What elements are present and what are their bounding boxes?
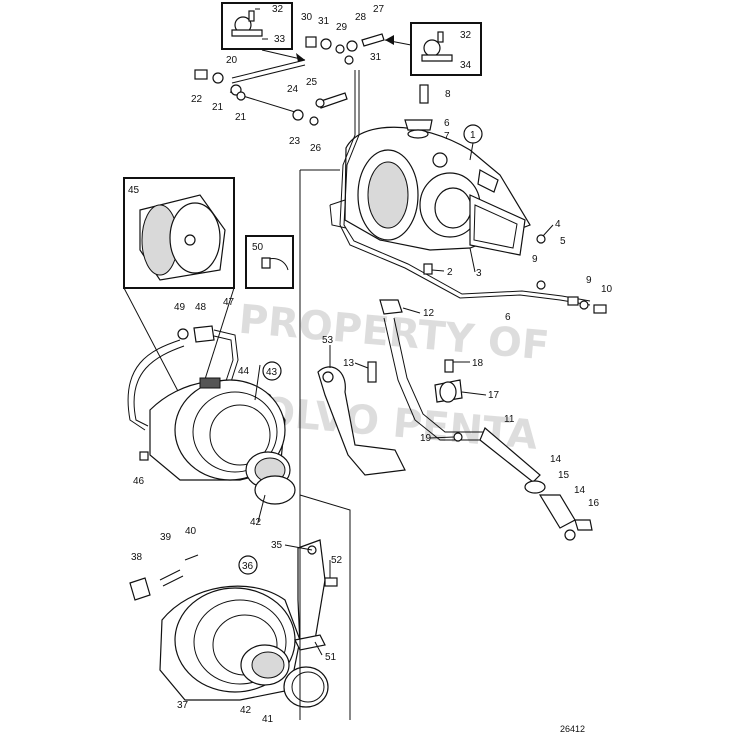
guide-lines <box>299 169 351 720</box>
callout-16: 16 <box>588 498 600 509</box>
callout-12: 12 <box>423 308 435 319</box>
callout-23: 23 <box>289 136 301 147</box>
callout-20: 20 <box>226 55 238 66</box>
callout-41: 41 <box>262 714 274 725</box>
drawing-number: 26412 <box>560 724 585 734</box>
callout-6a: 6 <box>444 118 450 129</box>
inset-clamp-left[interactable] <box>221 2 293 50</box>
banjo-fittings[interactable] <box>194 33 385 126</box>
callout-36: 36 <box>242 561 254 572</box>
callout-21a: 21 <box>212 102 224 113</box>
callout-25: 25 <box>306 77 318 88</box>
inset-filter-element[interactable] <box>123 177 235 289</box>
callout-52: 52 <box>331 555 343 566</box>
callout-39: 39 <box>160 532 172 543</box>
callout-42b: 42 <box>240 705 252 716</box>
callout-14a: 14 <box>550 454 562 465</box>
callout-51: 51 <box>325 652 337 663</box>
callout-31a: 31 <box>318 16 330 27</box>
pipe-end-fittings[interactable] <box>536 280 607 314</box>
turbocharger[interactable] <box>329 126 531 256</box>
callout-11: 11 <box>504 414 515 425</box>
callout-35: 35 <box>271 540 283 551</box>
callout-42a: 42 <box>250 517 262 528</box>
turbo-flange-bolts[interactable] <box>404 84 433 139</box>
callout-47: 47 <box>223 297 235 308</box>
callout-38: 38 <box>131 552 143 563</box>
callout-7: 7 <box>444 131 450 142</box>
callout-6b: 6 <box>505 312 511 323</box>
filter-bracket[interactable] <box>294 539 338 651</box>
callout-43: 43 <box>266 367 278 378</box>
inset-clamp-right[interactable] <box>410 22 482 76</box>
turbo-studs[interactable] <box>423 234 546 275</box>
callout-50: 50 <box>252 242 264 253</box>
air-filter-lower[interactable] <box>129 554 329 708</box>
callout-13: 13 <box>343 358 355 369</box>
callout-34: 34 <box>460 60 472 71</box>
callout-3: 3 <box>476 268 482 279</box>
callout-22: 22 <box>191 94 203 105</box>
oil-pipe[interactable] <box>339 70 591 306</box>
callout-19: 19 <box>420 433 432 444</box>
callout-27: 27 <box>373 4 385 15</box>
callout-40: 40 <box>185 526 197 537</box>
callout-9b: 9 <box>586 275 592 286</box>
callout-18: 18 <box>472 358 484 369</box>
callout-2: 2 <box>447 267 453 278</box>
callout-32b: 32 <box>460 30 472 41</box>
callout-37: 37 <box>177 700 189 711</box>
callout-45: 45 <box>128 185 140 196</box>
callout-21b: 21 <box>235 112 247 123</box>
callout-4: 4 <box>555 219 561 230</box>
callout-44: 44 <box>238 366 250 377</box>
callout-15: 15 <box>558 470 570 481</box>
callout-leaders <box>254 142 554 656</box>
callout-46: 46 <box>133 476 145 487</box>
callout-28: 28 <box>355 12 367 23</box>
callout-49: 49 <box>174 302 186 313</box>
callout-29: 29 <box>336 22 348 33</box>
inset-clip[interactable] <box>245 235 294 289</box>
callout-30: 30 <box>301 12 313 23</box>
callout-14b: 14 <box>574 485 586 496</box>
callout-9a: 9 <box>532 254 538 265</box>
callout-53: 53 <box>322 335 334 346</box>
callout-26: 26 <box>310 143 322 154</box>
callout-48: 48 <box>195 302 207 313</box>
oil-return-pipe[interactable] <box>379 299 593 541</box>
callout-33: 33 <box>274 34 286 45</box>
callout-31b: 31 <box>370 52 382 63</box>
callout-24: 24 <box>287 84 299 95</box>
callout-32a: 32 <box>272 4 284 15</box>
inset-arrows <box>261 35 412 62</box>
pipe-clamp[interactable] <box>367 359 463 442</box>
indicator-hose[interactable] <box>127 325 239 431</box>
callout-5: 5 <box>560 236 566 247</box>
inset-leader-lines <box>123 287 235 396</box>
callout-labels: 1 2 3 4 5 6 6 7 8 9 9 10 11 12 13 14 14 … <box>128 4 613 734</box>
bracket[interactable] <box>317 366 406 476</box>
air-filter-upper[interactable] <box>139 377 296 505</box>
callout-8: 8 <box>445 89 451 100</box>
callout-17: 17 <box>488 390 500 401</box>
callout-1: 1 <box>470 130 476 141</box>
callout-10: 10 <box>601 284 613 295</box>
